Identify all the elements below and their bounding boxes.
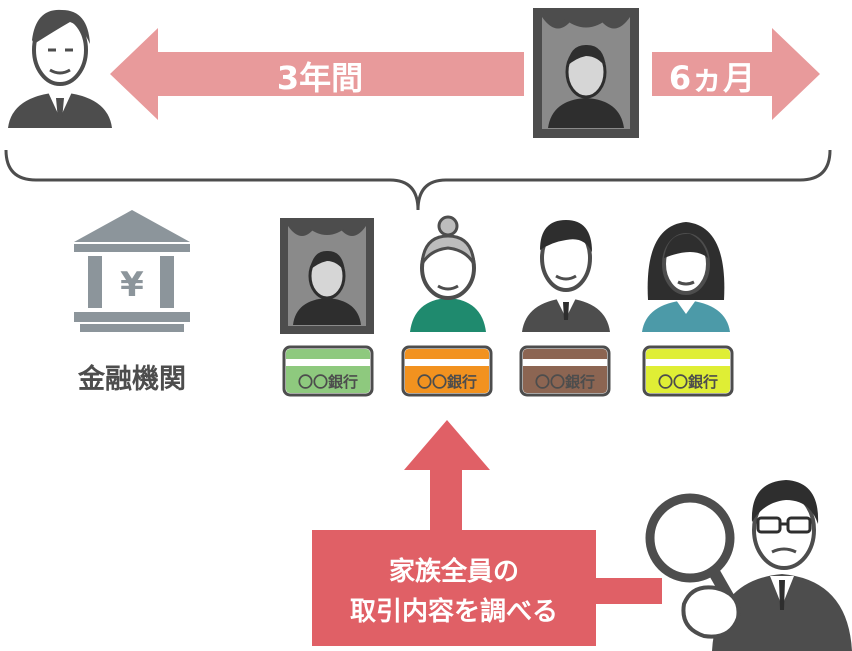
- institution-label: 金融機関: [77, 363, 186, 395]
- bank-name-label: 〇〇銀行: [535, 373, 595, 391]
- callout-line-1: 家族全員の: [389, 556, 519, 587]
- bank-name-label: 〇〇銀行: [658, 373, 718, 391]
- bank-yen-icon: [74, 210, 190, 332]
- son-icon: [522, 220, 610, 332]
- bank-name-label: 〇〇銀行: [298, 373, 358, 391]
- elderly-man-icon: [8, 9, 112, 128]
- callout-line-2: 取引内容を調べる: [350, 596, 558, 627]
- arrow-left-before: [110, 28, 524, 120]
- grandmother-icon: [410, 215, 486, 332]
- investigator-icon: [712, 480, 852, 651]
- yen-symbol: ¥: [120, 265, 144, 305]
- passbook-woman: 〇〇銀行: [642, 345, 734, 397]
- deceased-portrait-icon: [280, 218, 374, 334]
- memorial-portrait-icon: [533, 8, 639, 138]
- passbook-man: 〇〇銀行: [519, 345, 611, 397]
- brace-bracket: [4, 149, 832, 211]
- before-period-label: 3年間: [277, 59, 363, 97]
- investigate-callout-arrow: [312, 420, 662, 646]
- bank-name-label: 〇〇銀行: [417, 373, 477, 391]
- daughter-icon: [642, 222, 730, 332]
- arrow-right-after: [652, 28, 820, 120]
- passbook-grandmother: 〇〇銀行: [401, 345, 493, 397]
- after-period-label: 6ヵ月: [669, 59, 755, 97]
- magnifying-glass-icon: [645, 493, 741, 639]
- passbook-deceased: 〇〇銀行: [282, 345, 374, 397]
